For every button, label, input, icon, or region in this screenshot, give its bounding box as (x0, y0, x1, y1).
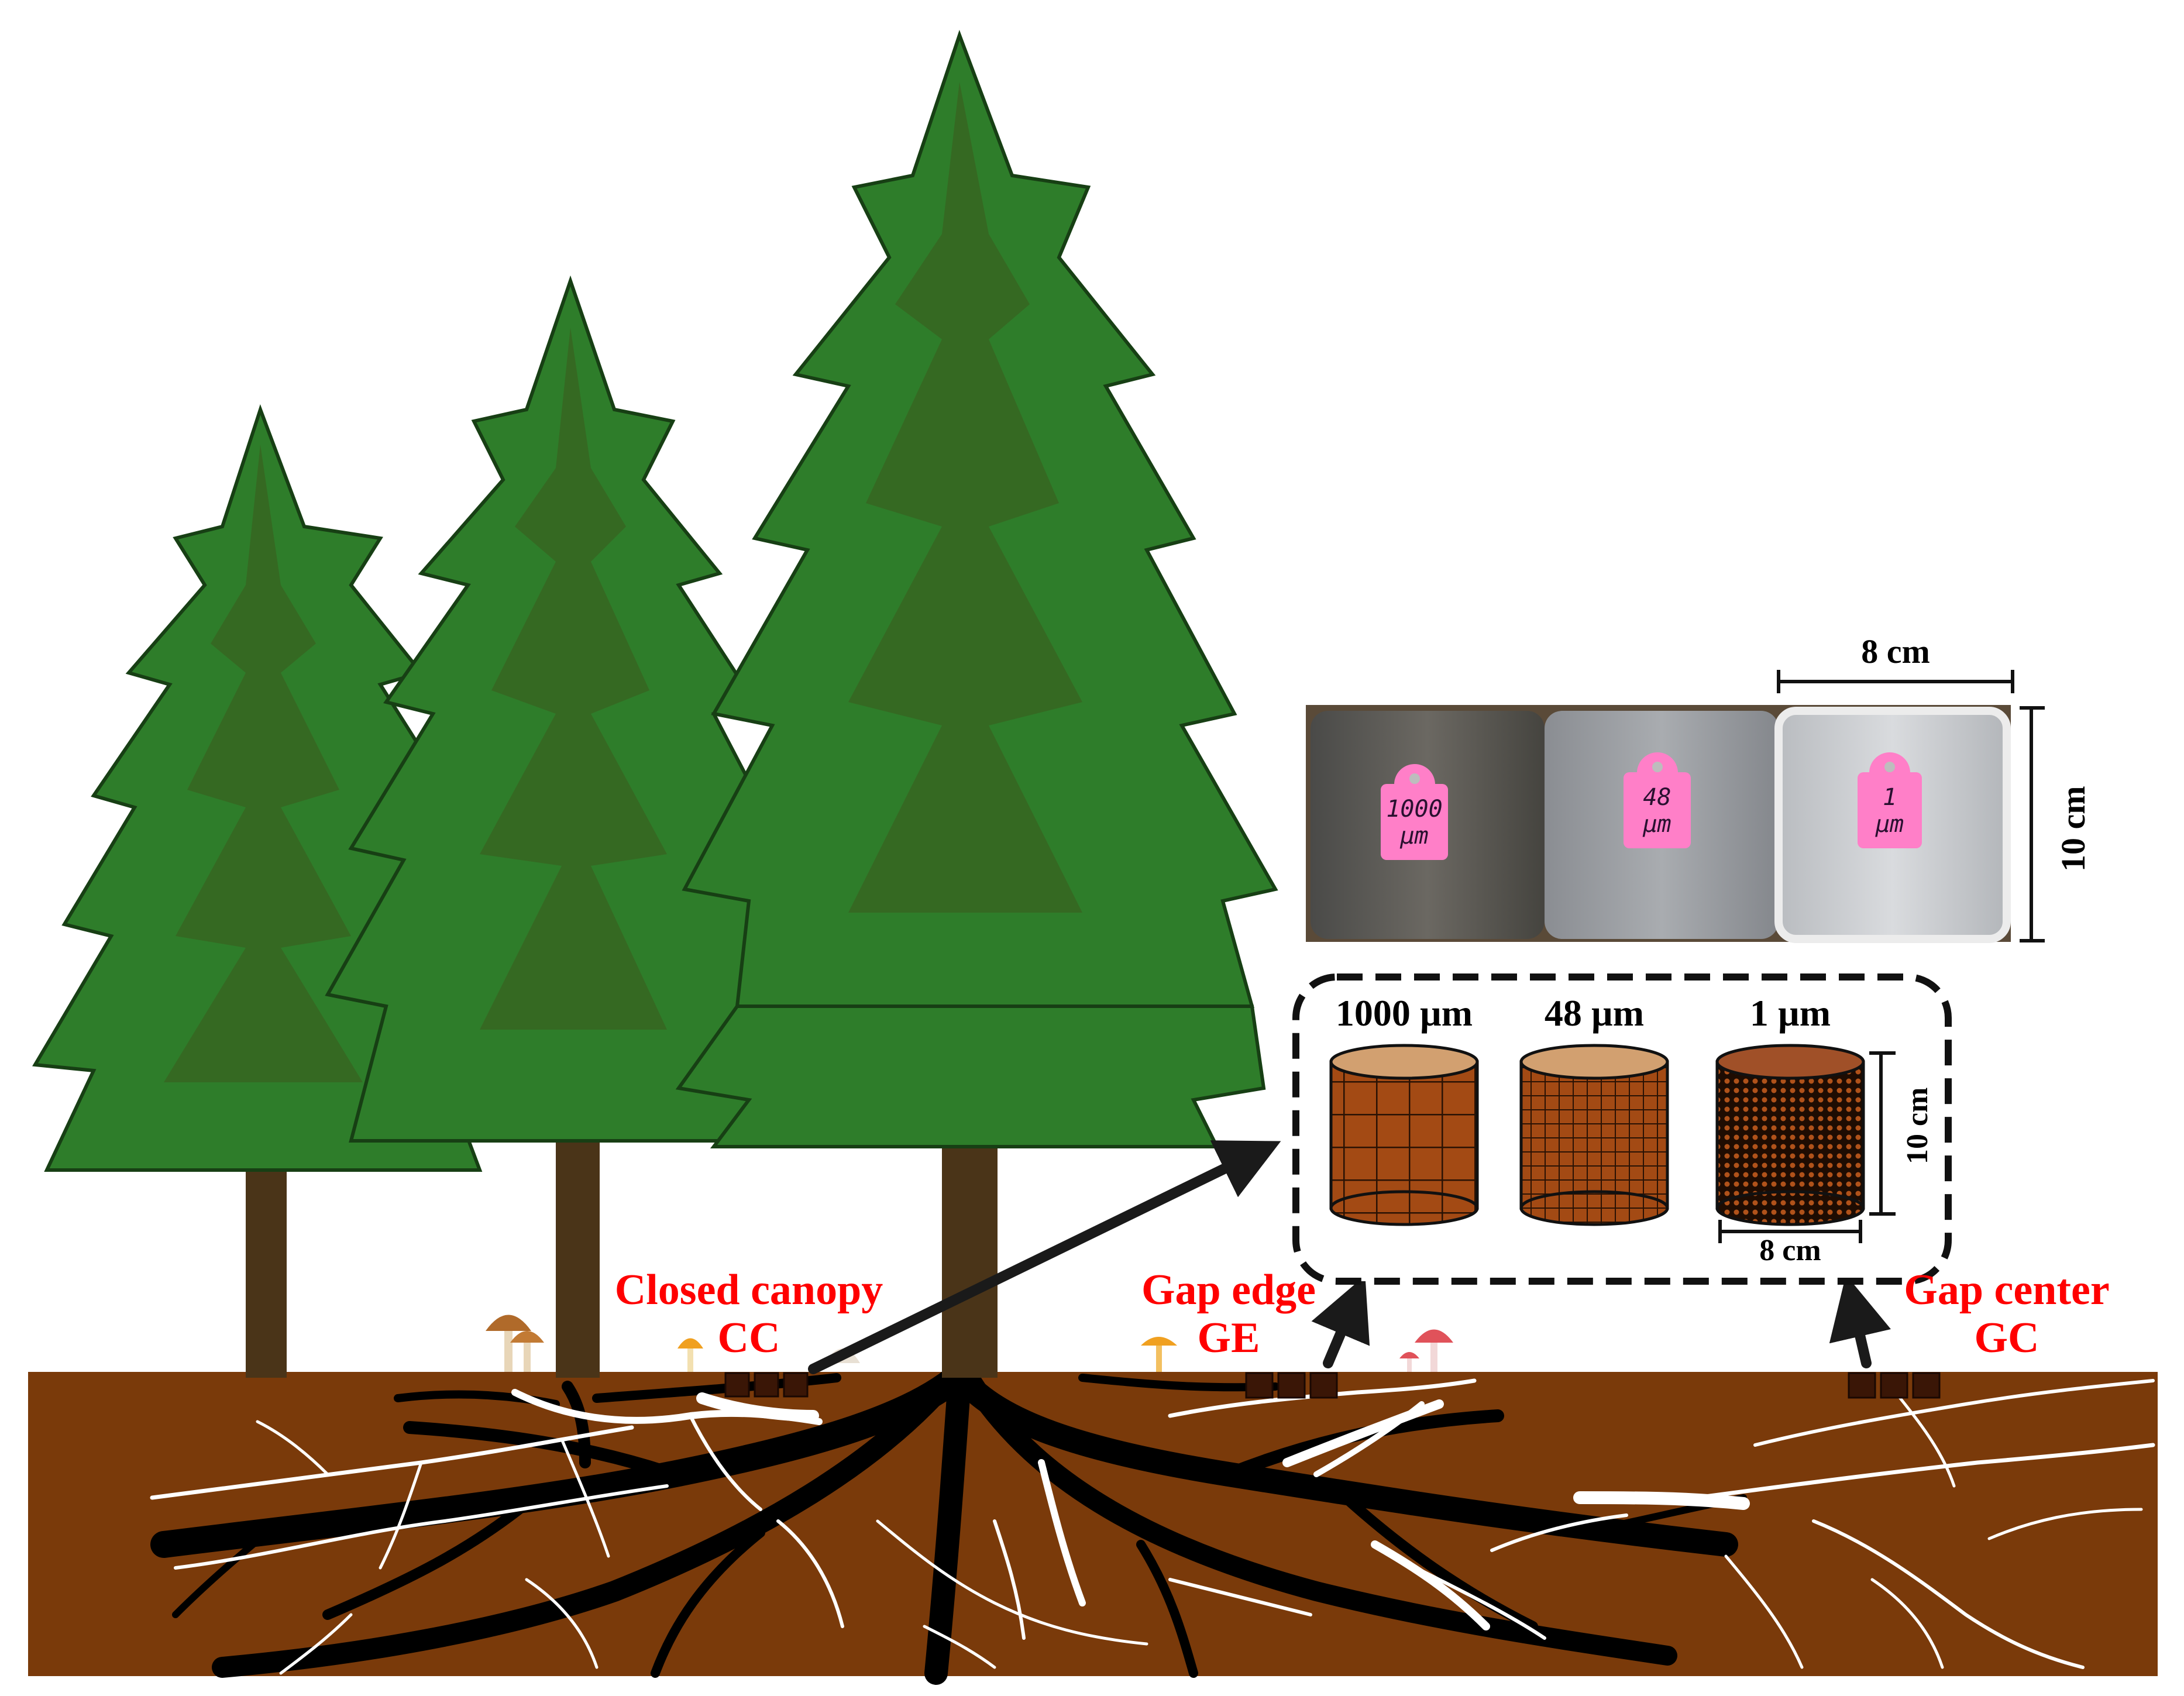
photo-tag-1: 1 µm (1858, 752, 1922, 848)
photo-height-label: 10 cm (2054, 786, 2092, 872)
site-code-gc: GC (1974, 1314, 2039, 1362)
photo-tag-1000: 1000 µm (1381, 764, 1448, 860)
mesh-label-1: 1 µm (1749, 992, 1831, 1034)
buried-bags-cc (724, 1372, 809, 1398)
buried-bags-gc (1848, 1372, 1941, 1399)
inset-width-label: 8 cm (1759, 1234, 1821, 1267)
site-code-cc: CC (717, 1314, 780, 1362)
mesh-cylinder-1000 (1329, 1044, 1479, 1226)
spruce-tree-middle (325, 275, 822, 1378)
buried-bags-ge (1245, 1372, 1338, 1399)
site-name-ge: Gap edge (1141, 1266, 1316, 1314)
photo-dimension-bars (1777, 670, 2045, 942)
arrow-cc-to-inset (808, 1140, 1281, 1374)
site-label-cc: Closed canopy CC (585, 1268, 913, 1360)
spruce-tree-right (675, 30, 1278, 1378)
site-code-ge: GE (1197, 1314, 1260, 1362)
mesh-cylinder-48 (1519, 1044, 1669, 1226)
site-name-cc: Closed canopy (614, 1266, 883, 1314)
fungal-hyphae (150, 1378, 2155, 1675)
arrow-gc-to-inset (1829, 1274, 1891, 1368)
mesh-cylinder-1 (1715, 1044, 1865, 1226)
site-name-gc: Gap center (1904, 1266, 2110, 1314)
photo-width-label: 8 cm (1861, 632, 1930, 670)
site-label-gc: Gap center GC (1884, 1268, 2130, 1360)
inset-height-label: 10 cm (1901, 1087, 1934, 1164)
arrows (808, 1140, 1891, 1374)
photo-tag-48: 48 µm (1624, 752, 1691, 848)
mushroom-cluster-ge (1141, 1329, 1453, 1372)
arrow-ge-to-inset (1311, 1275, 1370, 1368)
mesh-label-48: 48 µm (1544, 992, 1645, 1034)
inset-dimension-bars (1718, 1051, 1896, 1243)
site-label-ge: Gap edge GE (1112, 1268, 1346, 1360)
mesh-label-1000: 1000 µm (1335, 992, 1473, 1034)
mushroom-cluster-cc (486, 1315, 860, 1372)
